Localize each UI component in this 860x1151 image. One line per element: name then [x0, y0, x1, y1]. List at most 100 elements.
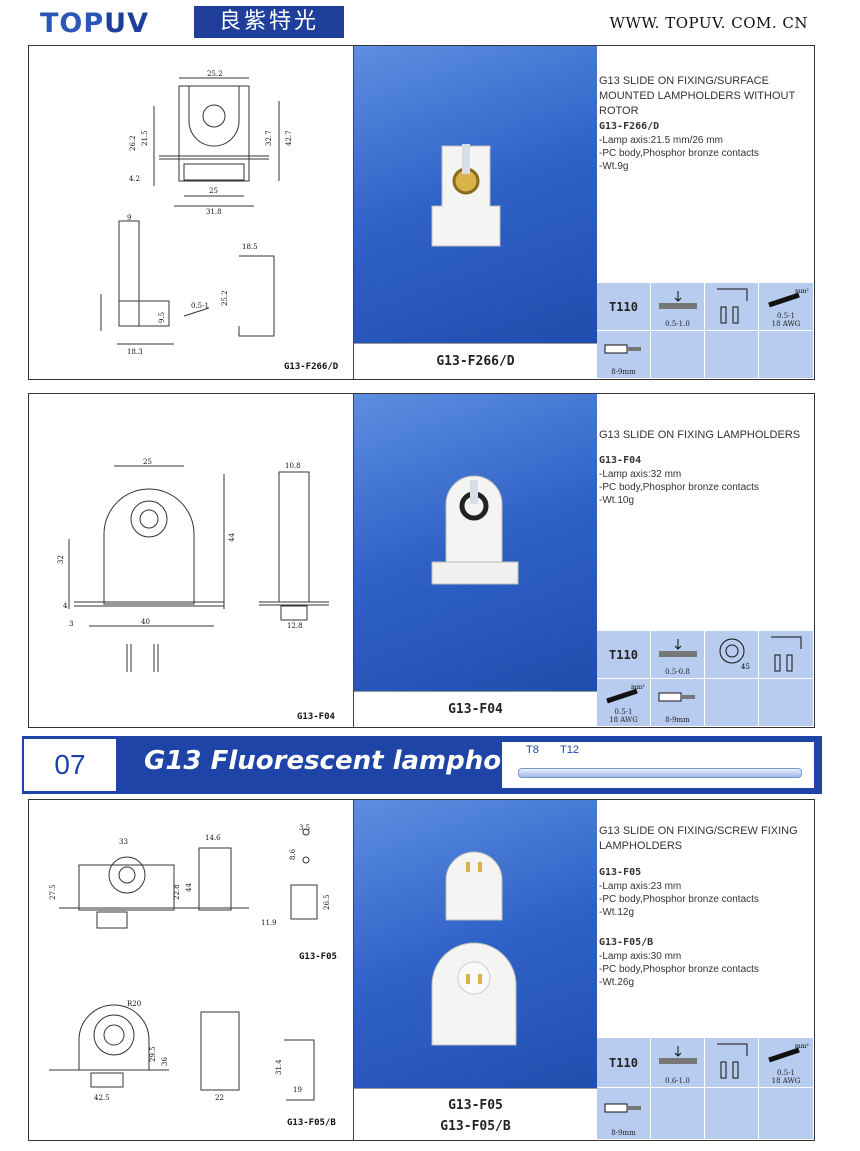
photo-caption: G13-F266/D	[354, 343, 597, 379]
product-photo-f05: G13-F05 G13-F05/B	[354, 800, 597, 1140]
product-info-f04: G13 SLIDE ON FIXING LAMPHOLDERS G13-F04 …	[597, 394, 814, 727]
empty-tile	[759, 1088, 814, 1140]
technical-drawing-f04: 25 10.8 32 44 4 3 40 12.8 G13-F04	[29, 394, 354, 727]
panel-thickness-icon: 0.5-1.0	[651, 283, 705, 331]
dim-label: R20	[127, 1000, 141, 1008]
spec-line: -PC body,Phosphor bronze contacts	[599, 964, 759, 975]
product-title: G13 SLIDE ON FIXING/SURFACE MOUNTED LAMP…	[599, 75, 795, 117]
technical-drawing-f05: 33 14.6 3.5 8.6 27.5 22.8 44 26.5 11.9 R…	[29, 800, 354, 1140]
empty-tile	[759, 331, 814, 379]
product-code: G13-F266/D	[599, 121, 660, 132]
dim-label: 26.2	[129, 135, 137, 151]
strip-length-icon: 8-9mm	[597, 331, 651, 379]
dim-label: 31.8	[206, 208, 222, 216]
dim-label: 33	[119, 838, 128, 846]
section-number: 07	[24, 739, 116, 791]
photo-caption: G13-F05 G13-F05/B	[354, 1088, 597, 1140]
spec-line: -Wt.12g	[599, 907, 635, 918]
dim-label: 10.8	[285, 462, 301, 470]
tube-label: T8	[526, 744, 539, 756]
product-info-f266d: G13 SLIDE ON FIXING/SURFACE MOUNTED LAMP…	[597, 46, 814, 379]
photo-caption: G13-F04	[354, 691, 597, 727]
product-code: G13-F05	[599, 867, 642, 878]
dim-label: 12.8	[287, 622, 303, 630]
panel-range-label: 0.5-0.8	[665, 668, 690, 676]
dim-label: 32.7	[265, 130, 273, 146]
wire-insert-icon	[705, 1038, 759, 1088]
spec-line: -PC body,Phosphor bronze contacts	[599, 894, 759, 905]
strip-length-label: 8-9mm	[665, 716, 690, 724]
spec-line: -PC body,Phosphor bronze contacts	[599, 482, 759, 493]
dim-label: 25.2	[207, 70, 223, 78]
drawing-label: G13-F05	[299, 952, 337, 962]
product-panel-f266d: 25.2 26.2 21.5 42.7 32.7 4.2 25 31.8 9 1…	[28, 45, 815, 380]
product-image	[431, 144, 501, 247]
spec-line: -Wt.26g	[599, 977, 635, 988]
dim-label: 19	[293, 1086, 302, 1094]
empty-tile	[705, 1088, 759, 1140]
variant-spec-block: G13-F04 -Lamp axis:32 mm -PC body,Phosph…	[599, 454, 813, 507]
dim-label: 42.7	[285, 130, 293, 146]
drawing-label: G13-F266/D	[284, 362, 339, 372]
drawing-svg-f04: 25 10.8 32 44 4 3 40 12.8	[57, 458, 329, 672]
dim-label: 31.4	[275, 1059, 283, 1075]
drawing-svg-f05: 33 14.6 3.5 8.6 27.5 22.8 44 26.5 11.9 R…	[49, 824, 331, 1102]
dim-label: 36	[161, 1057, 169, 1066]
product-panel-f04: 25 10.8 32 44 4 3 40 12.8 G13-F04 G13-F0…	[28, 393, 815, 728]
dim-label: 8.6	[289, 848, 297, 860]
dim-label: 3.5	[299, 824, 310, 832]
dim-label: 29.5	[149, 1046, 157, 1062]
dim-label: 11.9	[261, 919, 277, 927]
product-code: G13-F04	[599, 455, 642, 466]
rotation-angle-icon: 45	[705, 631, 759, 679]
dim-label: 42.5	[94, 1094, 110, 1102]
strip-length-icon: 8-9mm	[597, 1088, 651, 1140]
product-photo-f266d: G13-F266/D	[354, 46, 597, 379]
photo-caption-line: G13-F05	[448, 1098, 503, 1113]
wire-insert-icon	[705, 283, 759, 331]
spec-line: -PC body,Phosphor bronze contacts	[599, 148, 759, 159]
dim-label: 44	[185, 883, 193, 892]
brand-logo: TOPUV	[40, 8, 149, 39]
dim-label: 25	[209, 187, 218, 195]
variant-spec-block: G13-F266/D -Lamp axis:21.5 mm/26 mm -PC …	[599, 120, 813, 173]
panel-range-label: 0.6-1.0	[665, 1077, 690, 1085]
dim-label: 9.5	[158, 312, 166, 323]
strip-length-label: 8-9mm	[611, 1129, 636, 1137]
tube-illustration: T8 T12	[502, 742, 814, 788]
dim-label: 44	[228, 533, 236, 542]
spec-line: -Lamp axis:23 mm	[599, 881, 682, 892]
variant-spec-block: G13-F05/B -Lamp axis:30 mm -PC body,Phos…	[599, 936, 813, 989]
svg-text:mm²: mm²	[795, 1043, 809, 1050]
empty-tile	[759, 679, 814, 727]
drawing-label: G13-F05/B	[287, 1118, 336, 1128]
dim-label: 4	[63, 602, 68, 610]
website-url[interactable]: WWW. TOPUV. COM. CN	[609, 14, 808, 32]
type-tile: T110	[597, 283, 651, 331]
dim-label: 27.5	[49, 884, 57, 900]
technical-drawing-f266d: 25.2 26.2 21.5 42.7 32.7 4.2 25 31.8 9 1…	[29, 46, 354, 379]
tube-label: T12	[560, 744, 579, 756]
spec-line: -Lamp axis:21.5 mm/26 mm	[599, 135, 723, 146]
section-banner: 07 G13 Fluorescent lampholders T8 T12	[22, 736, 822, 794]
product-image	[431, 851, 517, 1046]
product-image	[431, 475, 519, 585]
spec-line: -Lamp axis:30 mm	[599, 951, 682, 962]
dim-label: 32	[57, 555, 65, 564]
dim-label: 3	[69, 620, 73, 628]
svg-text:mm²: mm²	[631, 684, 645, 691]
drawing-svg-f266d: 25.2 26.2 21.5 42.7 32.7 4.2 25 31.8 9 1…	[100, 70, 293, 356]
photo-caption-line: G13-F05/B	[440, 1119, 511, 1134]
product-info-f05: G13 SLIDE ON FIXING/SCREW FIXING LAMPHOL…	[597, 800, 814, 1140]
product-code: G13-F05/B	[599, 937, 654, 948]
dim-label: 14.6	[205, 834, 221, 842]
panel-range-label: 0.5-1.0	[665, 320, 690, 328]
product-title: G13 SLIDE ON FIXING LAMPHOLDERS	[599, 429, 801, 441]
dim-label: 18.5	[242, 243, 258, 251]
empty-tile	[705, 679, 759, 727]
spec-line: -Lamp axis:32 mm	[599, 469, 682, 480]
